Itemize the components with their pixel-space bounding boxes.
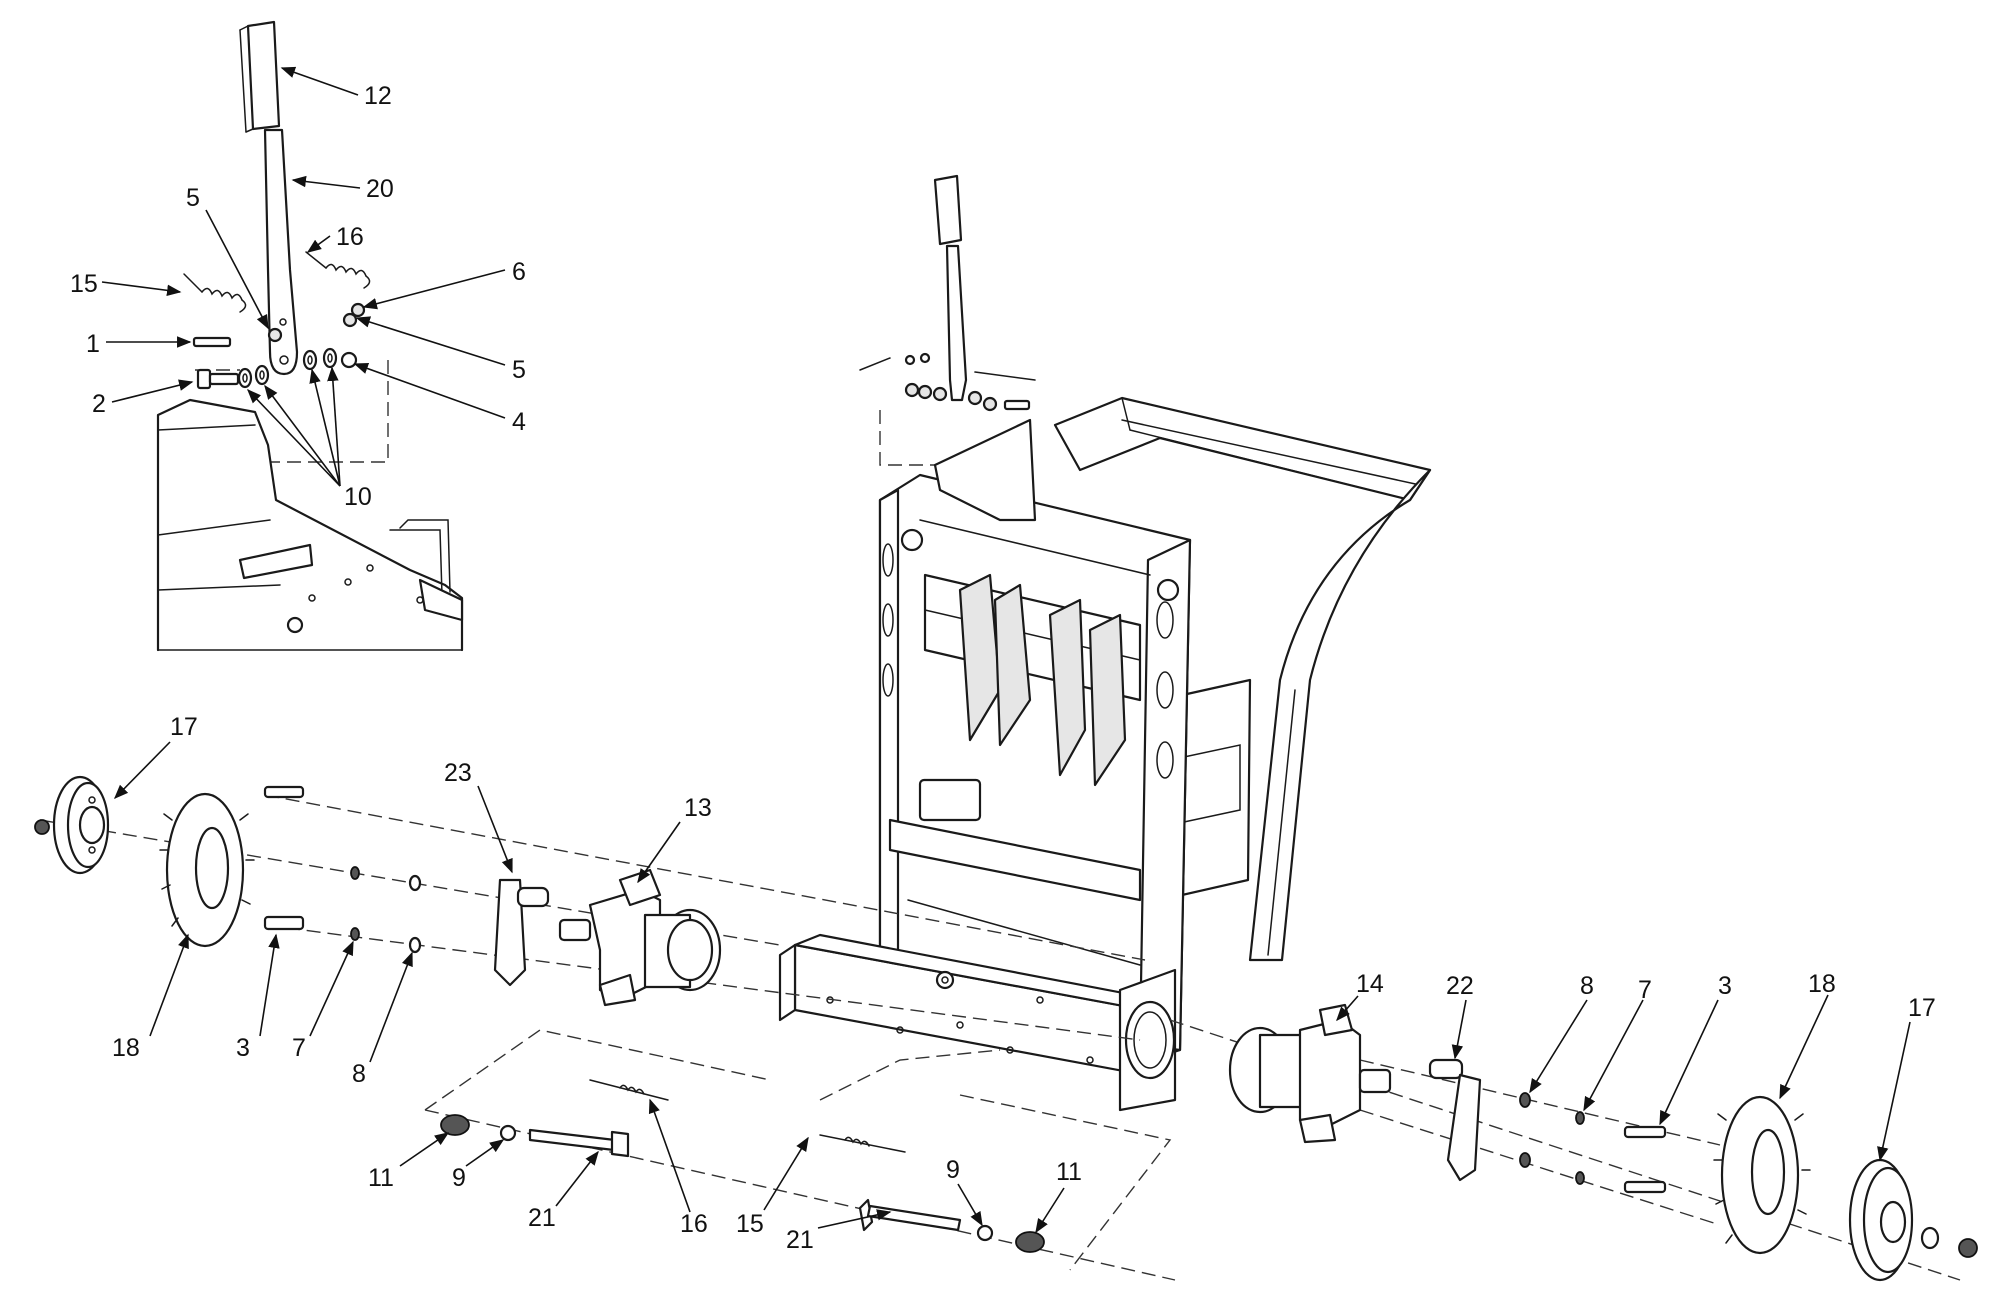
callout-8: 8 bbox=[352, 1060, 366, 1088]
callout-15: 15 bbox=[70, 270, 98, 298]
lever-arm-part bbox=[859, 174, 1036, 412]
callout-17: 17 bbox=[170, 713, 198, 741]
drive-motor-part bbox=[558, 868, 722, 1007]
washer-part bbox=[1519, 1092, 1531, 1108]
spacer-part bbox=[440, 1114, 470, 1136]
pin-part bbox=[263, 915, 305, 931]
callout-5: 5 bbox=[186, 184, 200, 212]
nut-part bbox=[408, 936, 422, 954]
callout-16: 16 bbox=[336, 223, 364, 251]
callout-7: 7 bbox=[292, 1034, 306, 1062]
callout-15: 15 bbox=[736, 1210, 764, 1238]
bolt-part bbox=[196, 368, 240, 390]
callout-9: 9 bbox=[452, 1164, 466, 1192]
callout-1: 1 bbox=[86, 330, 100, 358]
callout-2: 2 bbox=[92, 390, 106, 418]
nut-part bbox=[350, 302, 366, 318]
lever-arm-part bbox=[263, 128, 299, 376]
callout-8: 8 bbox=[1580, 972, 1594, 1000]
hub-flange-part bbox=[1848, 1158, 1978, 1282]
drive-motor-part bbox=[1228, 1003, 1392, 1144]
washer-part bbox=[267, 327, 283, 343]
callout-21: 21 bbox=[786, 1226, 814, 1254]
callout-9: 9 bbox=[946, 1156, 960, 1184]
callout-labels: 12 20 5 16 6 15 1 5 2 4 10 17 23 13 18 3… bbox=[70, 82, 1936, 1254]
inset-detail bbox=[156, 20, 464, 652]
callout-3: 3 bbox=[1718, 972, 1732, 1000]
callout-11: 11 bbox=[1056, 1158, 1082, 1186]
link-arm-part bbox=[493, 878, 550, 987]
callout-23: 23 bbox=[444, 759, 472, 787]
sprocket-part bbox=[1713, 1095, 1811, 1255]
handle-grip-part bbox=[239, 20, 281, 133]
nut-part bbox=[408, 874, 422, 892]
frame-section bbox=[156, 398, 464, 652]
callout-11: 11 bbox=[368, 1164, 394, 1192]
pin-part bbox=[1623, 1180, 1667, 1194]
spring-part bbox=[589, 1079, 669, 1101]
spring-part bbox=[819, 1134, 906, 1153]
callout-14: 14 bbox=[1356, 970, 1384, 998]
spacer-part bbox=[1015, 1231, 1045, 1253]
bolt-part bbox=[192, 336, 232, 348]
callout-13: 13 bbox=[684, 794, 712, 822]
callout-18: 18 bbox=[112, 1034, 140, 1062]
callout-16: 16 bbox=[680, 1210, 708, 1238]
pin-part bbox=[1623, 1125, 1667, 1139]
callout-17: 17 bbox=[1908, 994, 1936, 1022]
callout-5: 5 bbox=[512, 356, 526, 384]
callout-3: 3 bbox=[236, 1034, 250, 1062]
spring-part bbox=[305, 251, 371, 289]
callout-4: 4 bbox=[512, 408, 526, 436]
callout-18: 18 bbox=[1808, 970, 1836, 998]
callout-7: 7 bbox=[1638, 976, 1652, 1004]
link-arm-part bbox=[1428, 1058, 1482, 1182]
pin-part bbox=[263, 785, 305, 799]
main-frame bbox=[778, 174, 1432, 1112]
washer-part bbox=[1575, 1111, 1585, 1125]
washer-part bbox=[350, 866, 360, 880]
callout-21: 21 bbox=[528, 1204, 556, 1232]
callout-12: 12 bbox=[364, 82, 392, 110]
spring-part bbox=[183, 273, 247, 313]
hub-flange-part bbox=[34, 775, 110, 875]
callout-6: 6 bbox=[512, 258, 526, 286]
callout-22: 22 bbox=[1446, 972, 1474, 1000]
nut-part bbox=[340, 351, 358, 369]
callout-10: 10 bbox=[344, 483, 372, 511]
washer-part bbox=[1575, 1171, 1585, 1185]
sprocket-part bbox=[159, 792, 255, 948]
axle-rod-part bbox=[528, 1128, 630, 1158]
washer-part bbox=[499, 1124, 517, 1142]
callout-20: 20 bbox=[366, 175, 394, 203]
callout-leaders bbox=[101, 66, 1911, 1234]
washer-part bbox=[350, 927, 360, 941]
washer-part bbox=[976, 1224, 994, 1242]
washer-part bbox=[1519, 1152, 1531, 1168]
